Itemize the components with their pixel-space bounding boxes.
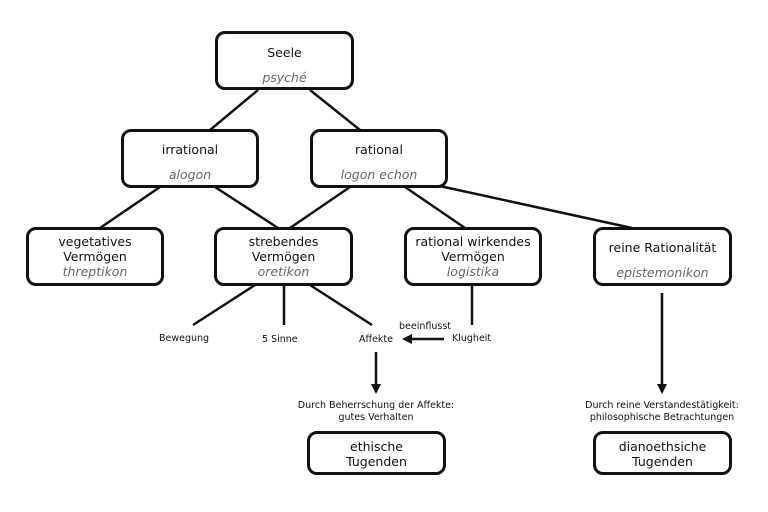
node-vegetativ: vegetatives Vermögen threptikon <box>26 227 164 286</box>
node-ethische-tugenden: ethische Tugenden <box>307 431 446 475</box>
label-sinne: 5 Sinne <box>262 334 298 345</box>
node-irrational: irrational alogon <box>121 129 259 188</box>
node-ethisch-line1: ethische <box>350 439 403 454</box>
node-rational: rational logon echon <box>310 129 448 188</box>
node-rational-wirkend: rational wirkendes Vermögen logistika <box>404 227 542 286</box>
node-dianoetische-tugenden: dianoethsiche Tugenden <box>593 431 732 475</box>
edge-rational-reine <box>434 183 633 230</box>
node-irrational-title: irrational <box>161 142 219 157</box>
caption-ethisch-line1: Durch Beherrschung der Affekte: <box>297 400 455 411</box>
node-strebend: strebendes Vermögen oretikon <box>214 227 353 286</box>
edge-rational-wirkend <box>404 185 466 230</box>
node-irrational-subtitle: alogon <box>168 167 212 182</box>
node-ethisch-line2: Tugenden <box>346 454 407 469</box>
node-rational-title: rational <box>355 142 403 157</box>
node-seele-title: Seele <box>267 45 302 60</box>
node-seele-subtitle: psyché <box>262 70 307 85</box>
node-rational-subtitle: logon echon <box>340 167 418 182</box>
label-affekte: Affekte <box>359 334 393 345</box>
edge-strebend-affekte <box>309 283 373 327</box>
caption-dianoetisch-line1: Durch reine Verstandestätigkeit: <box>585 400 739 411</box>
node-vegetativ-title-line1: vegetatives <box>58 234 132 249</box>
label-beeinflusst: beeinflusst <box>399 321 452 332</box>
edge-rational-strebend <box>289 185 351 230</box>
label-klugheit: Klugheit <box>452 333 492 344</box>
label-bewegung: Bewegung <box>159 333 210 344</box>
caption-ethisch-line2: gutes Verhalten <box>338 412 414 423</box>
caption-dianoetisch: Durch reine Verstandestätigkeit: philoso… <box>572 400 752 424</box>
node-rational-wirkend-subtitle: logistika <box>446 264 500 279</box>
node-seele: Seele psyché <box>215 31 354 90</box>
edge-irrational-strebend <box>214 185 279 230</box>
node-vegetativ-subtitle: threptikon <box>62 264 128 279</box>
node-dianoetisch-line2: Tugenden <box>632 454 693 469</box>
node-vegetativ-title-line2: Vermögen <box>63 249 127 264</box>
edge-seele-irrational <box>209 89 259 131</box>
caption-dianoetisch-line2: philosophische Betrachtungen <box>589 412 735 423</box>
caption-ethisch: Durch Beherrschung der Affekte: gutes Ve… <box>276 400 476 424</box>
node-reine-title: reine Rationalität <box>608 240 717 255</box>
node-rational-wirkend-title-line2: Vermögen <box>441 249 505 264</box>
node-rational-wirkend-title-line1: rational wirkendes <box>415 234 531 249</box>
node-dianoetisch-line1: dianoethsiche <box>618 439 707 454</box>
node-strebend-title-line1: strebendes <box>248 234 319 249</box>
node-strebend-title-line2: Vermögen <box>251 249 316 264</box>
node-strebend-subtitle: oretikon <box>257 264 310 279</box>
edge-irrational-vegetativ <box>99 185 161 230</box>
edge-strebend-bewegung <box>192 283 256 327</box>
node-reine-subtitle: epistemonikon <box>616 265 709 280</box>
edge-seele-rational <box>309 89 361 131</box>
node-reine-rationalitaet: reine Rationalität epistemonikon <box>593 227 732 286</box>
